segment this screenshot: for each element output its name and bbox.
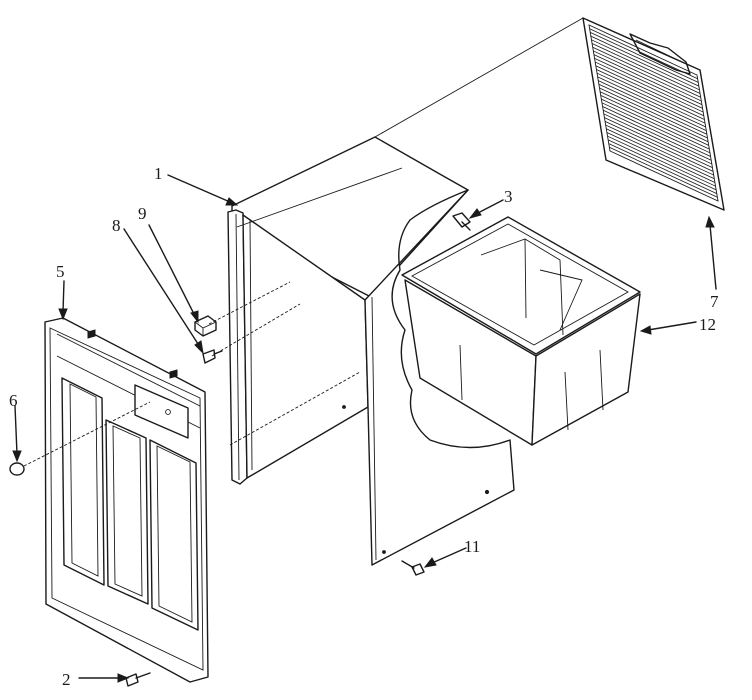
grille-slat <box>608 143 717 194</box>
grille-slat <box>594 57 703 109</box>
grille-slat <box>601 102 711 154</box>
assembly-leader-line <box>23 281 361 467</box>
callout-3: 3 <box>504 187 513 206</box>
grille-slat <box>598 80 707 131</box>
front-panel-part-5 <box>44 317 209 683</box>
grille-slat <box>595 61 704 113</box>
grille-slat <box>599 87 708 139</box>
cabinet-wrapper-part-1 <box>227 136 515 566</box>
callout-12: 12 <box>699 315 716 334</box>
callout-6: 6 <box>9 391 18 410</box>
grille-slat <box>593 50 702 102</box>
callout-11: 11 <box>464 537 480 556</box>
grille-slat <box>603 113 712 165</box>
grille-slat <box>598 83 708 135</box>
grille-slat <box>607 139 717 191</box>
grille-slat <box>597 76 706 128</box>
knob-part-9 <box>194 315 217 337</box>
bucket-part-12 <box>401 216 641 446</box>
grille-slat <box>599 91 709 143</box>
grille-slat <box>606 132 716 183</box>
grille-slat <box>602 106 711 157</box>
grille-slat <box>600 95 709 146</box>
assembly-leader-line <box>236 17 584 228</box>
screw-part-8 <box>202 349 223 364</box>
grille-slat <box>590 35 700 87</box>
callout-8: 8 <box>112 216 121 235</box>
grille-slat <box>595 65 704 117</box>
grille-slat <box>591 39 700 91</box>
callout-2: 2 <box>62 670 71 689</box>
grille-slat <box>591 43 701 94</box>
grille-slat <box>604 117 713 169</box>
grille-slat <box>605 124 714 176</box>
grille-slat <box>593 54 703 106</box>
grille-slat <box>607 135 716 187</box>
callout-5: 5 <box>56 262 65 281</box>
callout-9: 9 <box>138 204 147 223</box>
grille-slat <box>606 128 715 180</box>
grille-slat <box>601 98 710 150</box>
grille-slat <box>604 120 714 172</box>
screw-part-2 <box>125 672 151 687</box>
callout-1: 1 <box>154 164 163 183</box>
screw-part-11 <box>401 560 425 576</box>
rear-grille-part-7 <box>582 17 725 211</box>
grille-slat <box>603 109 712 161</box>
grille-slat <box>596 69 705 120</box>
callout-7: 7 <box>710 292 719 311</box>
grille-slat <box>590 32 699 83</box>
callout-leaders <box>12 174 717 683</box>
screw-part-3 <box>452 212 471 231</box>
grille-slat <box>592 46 701 98</box>
grille-slats <box>589 28 718 198</box>
knob-part-6 <box>9 462 25 476</box>
grille-slat <box>596 72 706 124</box>
grille-slat <box>609 146 718 198</box>
